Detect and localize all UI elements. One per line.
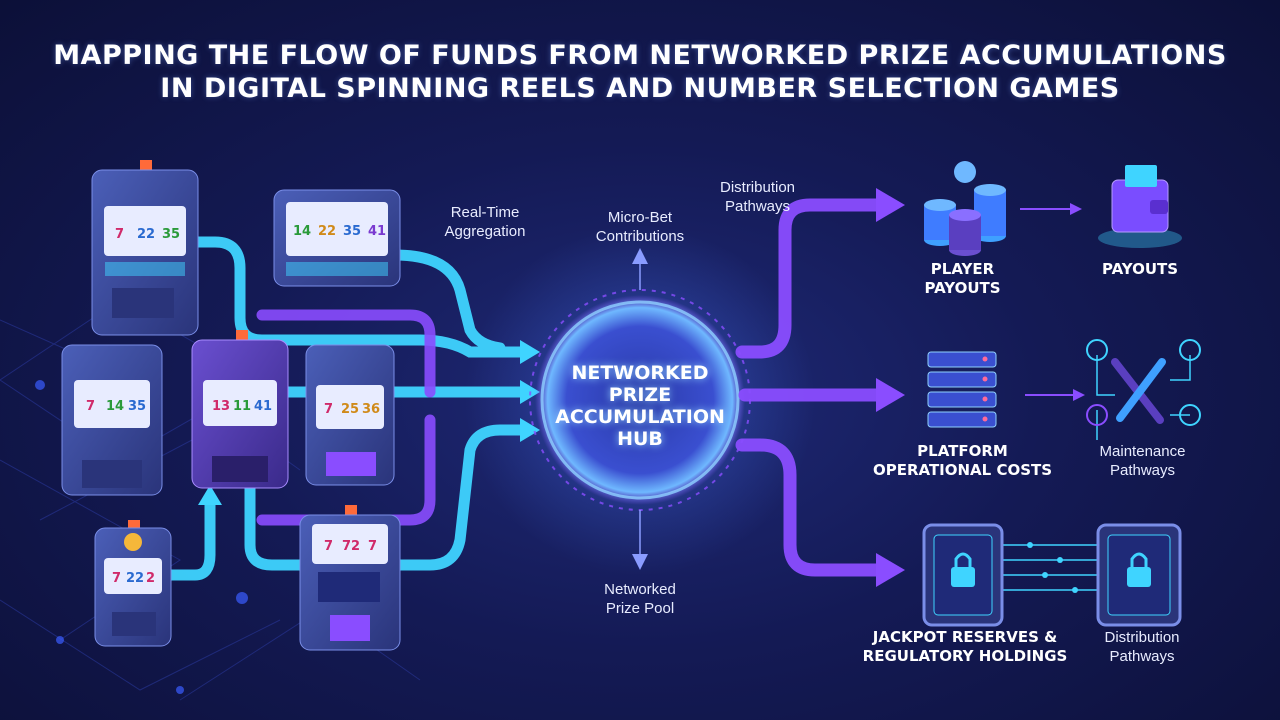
hub-label-line-1: NETWORKED [571,362,709,384]
vault-connectors [1002,544,1098,591]
real-time-line-2: Aggregation [444,223,526,240]
reel-m3-c: 35 [128,399,146,414]
reel-m5-a: 7 [324,402,333,417]
inflow-purple-paths [256,309,436,526]
hub-label-line-2: PRIZE [608,384,672,406]
reel-m2-c: 35 [343,224,361,239]
hub-ring [540,300,740,500]
platform-line-1: PLATFORM [917,442,1008,460]
real-time-aggregation-label: Real-Time Aggregation [430,203,540,241]
connector-arrow-2 [1073,389,1085,401]
reel-m1-c: 35 [162,227,180,242]
distribution-top-line-1: Distribution [719,179,796,196]
vault-lock-icon-1 [922,523,1004,627]
reel-m6-c: 2 [146,571,155,586]
distribution-pathways-top-label: Distribution Pathways [700,178,815,216]
reel-m2-b: 22 [318,224,336,239]
reel-m7-a: 7 [324,539,333,554]
reel-m7-b: 72 [342,539,360,554]
slot-machine-2 [273,189,401,287]
reel-numbers: 7 22 35 14 22 35 41 7 14 35 13 11 41 7 2… [86,224,386,586]
stage-connectors [1020,208,1075,396]
slot-machine-6 [94,520,172,647]
vault-lock-icon-2 [1096,523,1182,627]
maintenance-line-1: Maintenance [1099,443,1186,460]
wallet-icon [1098,165,1182,248]
maintenance-line-2: Pathways [1109,462,1176,479]
player-payouts-line-1: PLAYER [930,260,995,278]
hub-circle [535,295,745,505]
micro-bet-contributions-label: Micro-Bet Contributions [580,208,700,246]
reel-m4-b: 11 [233,399,251,414]
micro-bet-line-1: Micro-Bet [607,209,673,226]
up-arrowhead [632,248,648,264]
networked-prize-pool-label: Networked Prize Pool [585,580,695,618]
title-line-1: MAPPING THE FLOW OF FUNDS FROM NETWORKED… [53,40,1227,71]
jackpot-line-2: REGULATORY HOLDINGS [862,647,1068,665]
reel-m5-c: 36 [362,402,380,417]
reel-m4-c: 41 [254,399,272,414]
slot-machine-3 [61,344,163,496]
reel-m3-b: 14 [106,399,124,414]
platform-operational-costs-label: PLATFORM OPERATIONAL COSTS [860,442,1065,480]
reel-m7-c: 7 [368,539,377,554]
jackpot-line-1: JACKPOT RESERVES & [872,628,1058,646]
reel-m2-a: 14 [293,224,311,239]
reel-m4-a: 13 [212,399,230,414]
slot-machine-5 [305,344,395,486]
distribution-pathways-bottom-label: Distribution Pathways [1082,628,1202,666]
tools-icon [1086,339,1201,440]
title-line-2: IN DIGITAL SPINNING REELS AND NUMBER SEL… [160,73,1120,104]
distribution-bottom-line-2: Pathways [1109,648,1175,665]
distribution-top-line-2: Pathways [724,198,791,215]
reel-m1-a: 7 [115,227,124,242]
reel-m2-d: 41 [368,224,386,239]
server-rack-icon [927,351,997,428]
networked-pool-line-1: Networked [604,581,676,598]
outflow-paths [735,198,887,577]
hub-label-line-4: HUB [617,428,663,450]
reel-m6-b: 22 [126,571,144,586]
outflow-arrowheads [876,188,905,587]
distribution-bottom-line-1: Distribution [1104,629,1180,646]
hub-label-line-3: ACCUMULATION [555,406,725,428]
reel-m6-a: 7 [112,571,121,586]
real-time-line-1: Real-Time [450,204,520,221]
down-arrowhead [632,554,648,570]
platform-line-2: OPERATIONAL COSTS [872,461,1053,479]
slot-machine-1 [91,160,199,336]
connector-arrow-1 [1070,203,1082,215]
slot-machine-7 [299,505,401,651]
networked-pool-line-2: Prize Pool [605,600,675,617]
player-payouts-line-2: PAYOUTS [924,279,1001,297]
payouts-label: PAYOUTS [1101,260,1179,278]
vault-connector-nodes [1027,542,1078,593]
player-payouts-label: PLAYER PAYOUTS [900,260,1025,298]
micro-bet-line-2: Contributions [595,228,685,245]
hub-label: NETWORKED PRIZE ACCUMULATION HUB [540,362,740,450]
reel-m3-a: 7 [86,399,95,414]
reel-m1-b: 22 [137,227,155,242]
reel-m5-b: 25 [341,402,359,417]
maintenance-pathways-label: Maintenance Pathways [1080,442,1205,480]
slot-machine-4 [191,330,289,489]
coin-stack-icon [924,161,1006,256]
jackpot-reserves-label: JACKPOT RESERVES & REGULATORY HOLDINGS [845,628,1085,666]
